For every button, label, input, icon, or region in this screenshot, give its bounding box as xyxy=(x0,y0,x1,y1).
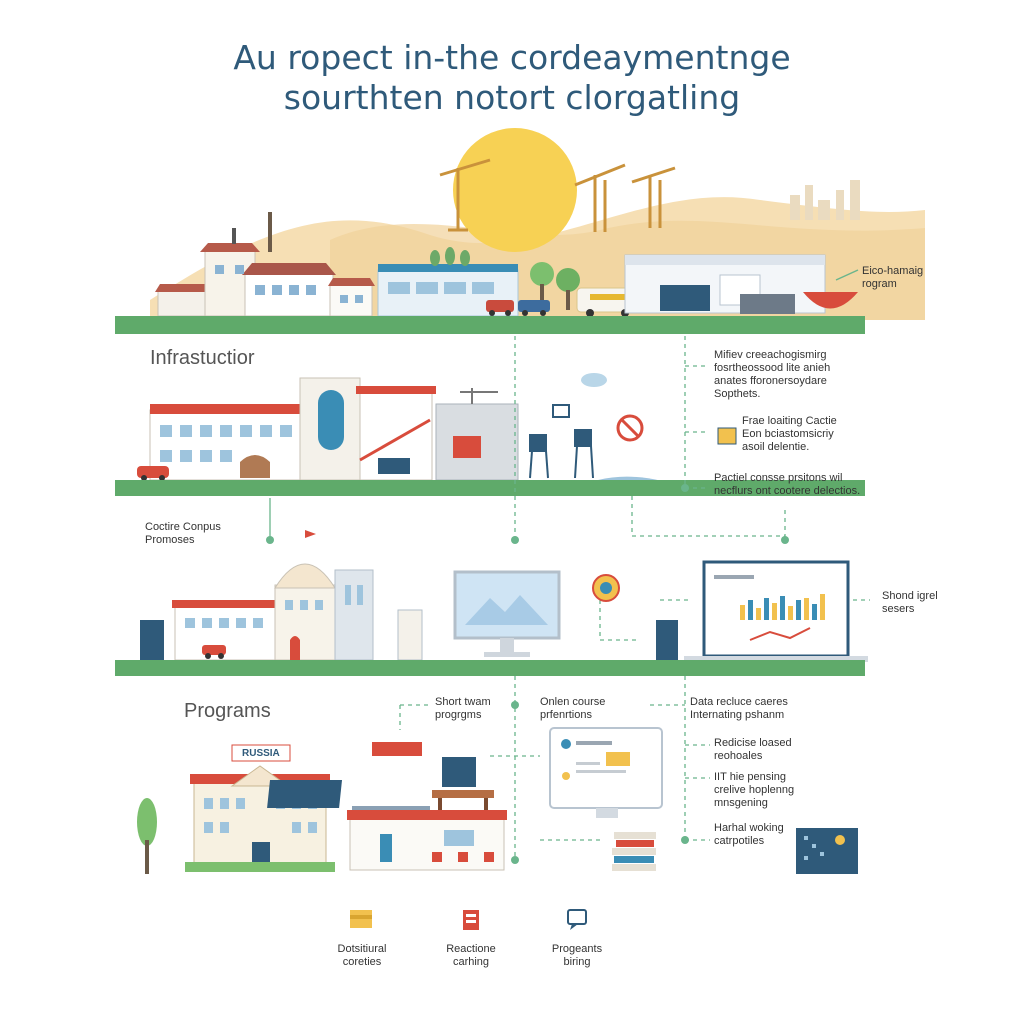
laptop-icon xyxy=(267,780,430,810)
cloud-icon xyxy=(581,373,607,387)
label-reduce-based: Redicise loased reohoales xyxy=(714,737,792,762)
ground-bar-1 xyxy=(115,316,865,334)
ground-bar-2 xyxy=(115,480,865,496)
legend-icons xyxy=(350,909,587,930)
top-trees xyxy=(530,262,580,310)
grass-patch xyxy=(185,862,335,872)
desk-monitor xyxy=(432,757,494,810)
campus-band xyxy=(115,530,868,676)
folder-icon xyxy=(350,910,372,928)
crane-2 xyxy=(574,163,626,232)
crane-3 xyxy=(631,166,676,228)
crane-1 xyxy=(439,158,491,232)
legend-label-2: Reactione carhing xyxy=(446,943,496,968)
label-online-course: Onlen course prfenrtions xyxy=(540,696,606,721)
book-stack xyxy=(612,832,656,871)
faint-skyline xyxy=(790,180,860,220)
red-sign xyxy=(372,742,422,756)
no-sign-icon xyxy=(616,414,644,442)
online-course-window xyxy=(549,727,663,818)
label-short-term: Short twam progrgms xyxy=(435,696,491,721)
russia-sign-text: RUSSIA xyxy=(242,748,280,759)
kiosk xyxy=(397,609,423,661)
chairs xyxy=(529,429,594,479)
top-browser-panel xyxy=(624,254,826,314)
document-icon xyxy=(463,910,479,930)
page-title-line-2: sourthten notort clorgatling xyxy=(283,78,741,117)
ground-bar-3 xyxy=(115,660,865,676)
person-badge-icon xyxy=(717,427,737,445)
section-infrastructure: Infrastuctior xyxy=(150,347,255,369)
monitor-icon xyxy=(453,570,561,657)
sun xyxy=(453,128,577,252)
crane-icon-small xyxy=(460,388,498,404)
label-shared: Shond igrel sesers xyxy=(882,590,938,615)
tree-left xyxy=(137,798,157,874)
label-data-reduce: Data recluce caeres Internating pshanm xyxy=(690,696,788,721)
page-title-line-1: Au ropect in-the cordeaymentnge xyxy=(233,38,791,77)
red-bowl xyxy=(803,292,858,309)
award-badge-icon xyxy=(592,574,620,602)
legend-label-3: Progeants biring xyxy=(551,943,603,968)
red-car-2 xyxy=(202,645,226,659)
circuit-card xyxy=(796,828,858,874)
programs-band xyxy=(137,727,858,874)
label-hand-working: Harhal woking catrpotiles xyxy=(714,822,784,847)
dashboard-bars xyxy=(740,594,825,620)
chat-icon xyxy=(567,909,587,930)
label-top-right: Eico-hamaig rogram xyxy=(862,265,924,290)
label-info-3: Pactiel consse prsitons wil necflurs ont… xyxy=(714,472,861,497)
legend-label-1: Dotsitiural coreties xyxy=(337,943,387,968)
section-programs: Programs xyxy=(184,700,271,722)
label-info-1: Mifiev creeachogismirg fosrtheossood lit… xyxy=(714,349,831,400)
red-car xyxy=(137,466,169,481)
dashboard-laptop xyxy=(684,560,868,662)
label-campus: Coctire Conpus Promoses xyxy=(145,521,221,546)
school-building xyxy=(347,810,507,871)
connector-dots xyxy=(266,484,789,864)
label-it-sensing: IIT hie pensing crelive hoplenng mnsgeni… xyxy=(714,771,795,809)
server-tower xyxy=(656,620,678,660)
infrastructure-band xyxy=(115,373,865,496)
label-info-2: Frae loaiting Cactie Eon bciastomsicriy … xyxy=(742,415,837,453)
top-landscape xyxy=(115,128,925,334)
padlock-icon xyxy=(552,404,570,418)
top-right-arrow xyxy=(835,269,859,281)
